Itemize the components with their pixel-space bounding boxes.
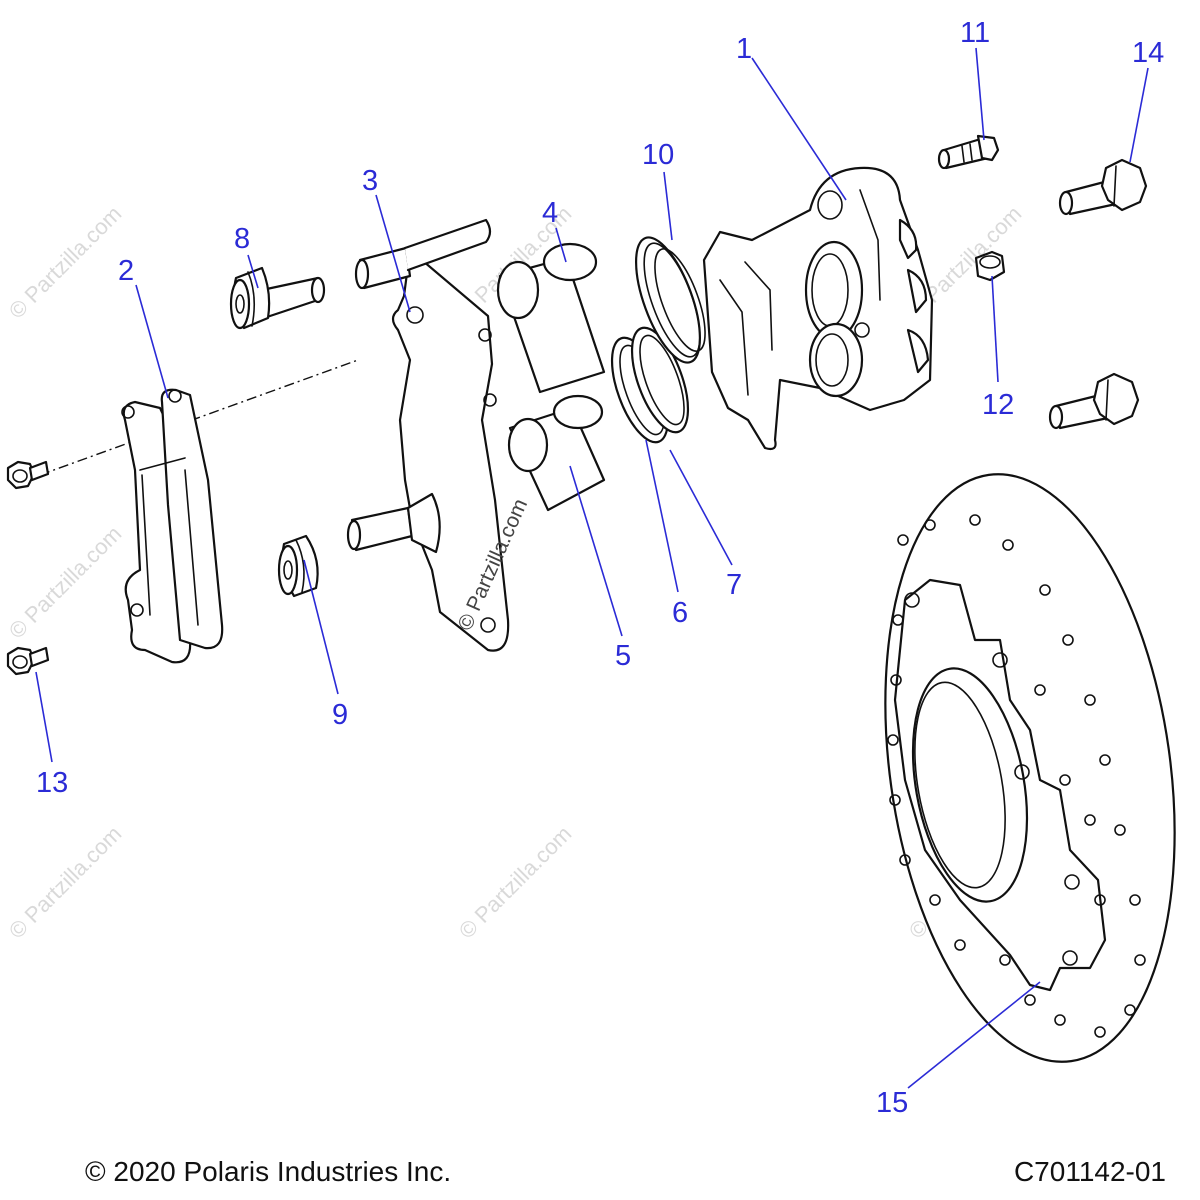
copyright-notice: © 2020 Polaris Industries Inc. (85, 1156, 452, 1187)
callout-14: 14 (1132, 37, 1164, 69)
leader-2 (135, 284, 169, 399)
diagram-code: C701142-01 (1013, 1156, 1166, 1187)
callout-15: 15 (876, 1087, 908, 1119)
leader-14 (1129, 67, 1149, 163)
slide-pin-8 (229, 266, 326, 330)
callout-11: 11 (960, 17, 990, 49)
callout-labels: 1 2 3 4 5 6 7 8 9 10 11 12 13 14 15 (36, 17, 1164, 1119)
leader-11 (975, 47, 985, 141)
leader-10 (663, 171, 673, 241)
callout-1: 1 (736, 33, 752, 65)
mount-bolt-upper-14 (1058, 158, 1148, 216)
leader-6 (645, 439, 679, 593)
brake-rotor-15 (884, 473, 1176, 1063)
bolt-upper-13 (6, 460, 50, 490)
leader-3 (375, 194, 411, 313)
bolt-lower-13 (6, 646, 50, 676)
mount-bolt-lower-14 (1048, 372, 1140, 430)
leader-13 (35, 671, 53, 763)
leader-9 (303, 559, 339, 695)
watermark: © Partzilla.com (4, 521, 127, 644)
callout-9: 9 (332, 699, 348, 731)
bleeder-screw-11 (937, 134, 1000, 170)
leader-5 (569, 465, 623, 637)
callout-10: 10 (642, 139, 674, 171)
leader-1 (751, 57, 847, 201)
callout-7: 7 (726, 569, 742, 601)
piston-4 (496, 242, 606, 394)
caliper-bracket-3 (346, 218, 510, 652)
watermark: © Partzilla.com (454, 821, 577, 944)
callout-13: 13 (36, 767, 68, 799)
bleeder-cap-12 (974, 250, 1006, 282)
callout-12: 12 (982, 389, 1014, 421)
callout-8: 8 (234, 223, 250, 255)
brake-pads-2 (121, 388, 224, 664)
leader-8 (247, 254, 259, 289)
leader-4 (555, 227, 567, 263)
leader-15 (907, 981, 1041, 1089)
seal-7 (630, 326, 690, 434)
rotor-holes (887, 514, 1146, 1038)
callout-3: 3 (362, 165, 378, 197)
leader-lines (35, 47, 1149, 1089)
callout-5: 5 (615, 640, 631, 672)
leader-12 (991, 275, 999, 383)
caliper-body-1 (702, 166, 934, 451)
watermark: © Partzilla.com (4, 821, 127, 944)
watermark: © Partzilla.com (4, 201, 127, 324)
leader-7 (669, 449, 733, 566)
piston-5 (507, 394, 606, 512)
callout-6: 6 (672, 597, 688, 629)
callout-2: 2 (118, 255, 134, 287)
assembly-axis-line (39, 359, 359, 476)
piston-seal-10 (634, 236, 706, 364)
callout-4: 4 (542, 197, 558, 229)
boot-9 (277, 534, 319, 598)
